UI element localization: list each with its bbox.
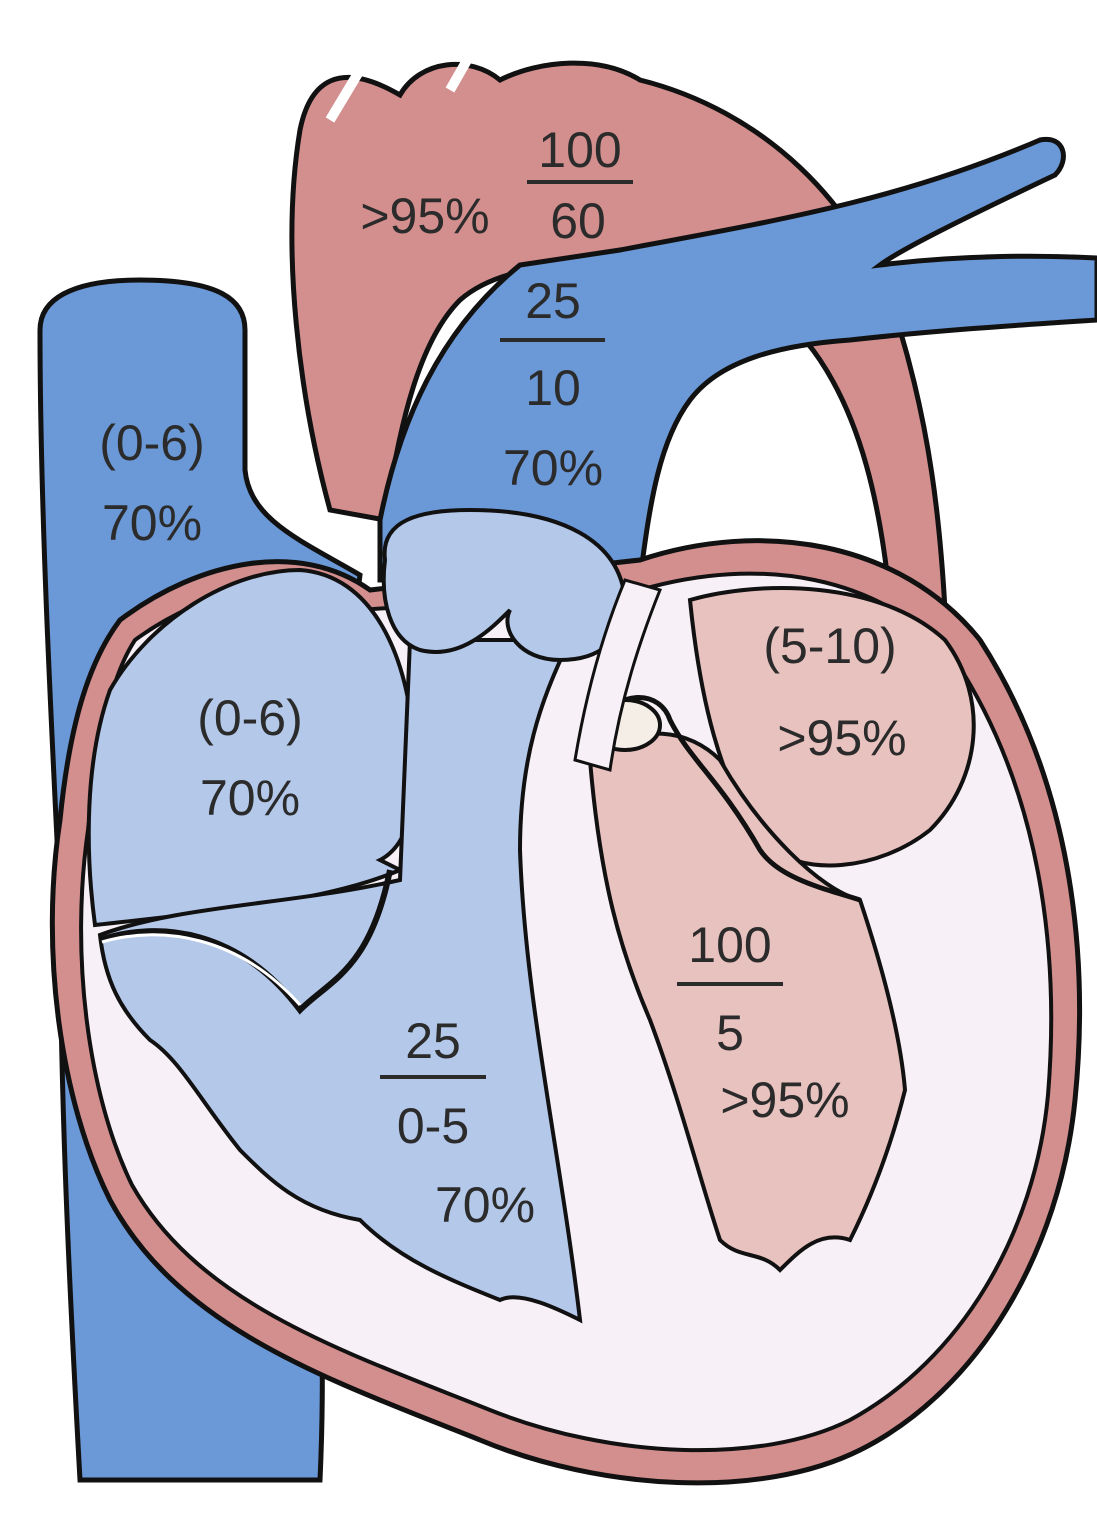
pa-systolic: 25: [525, 273, 581, 329]
lv-diastolic: 5: [716, 1005, 744, 1061]
lv-systolic: 100: [688, 917, 771, 973]
pa-diastolic: 10: [525, 360, 581, 416]
aorta-systolic: 100: [538, 122, 621, 178]
ra-pressure: (0-6): [197, 690, 303, 746]
la-pressure: (5-10): [763, 618, 896, 674]
svc-saturation: 70%: [102, 495, 202, 551]
rv-diastolic: 0-5: [397, 1098, 469, 1154]
la-saturation: >95%: [777, 710, 906, 766]
rv-systolic: 25: [405, 1013, 461, 1069]
svc-pressure: (0-6): [99, 415, 205, 471]
rv-saturation: 70%: [435, 1177, 535, 1233]
aorta-diastolic: 60: [550, 193, 606, 249]
lv-saturation: >95%: [720, 1072, 849, 1128]
ra-saturation: 70%: [200, 770, 300, 826]
aorta-saturation: >95%: [360, 188, 489, 244]
pa-saturation: 70%: [503, 440, 603, 496]
